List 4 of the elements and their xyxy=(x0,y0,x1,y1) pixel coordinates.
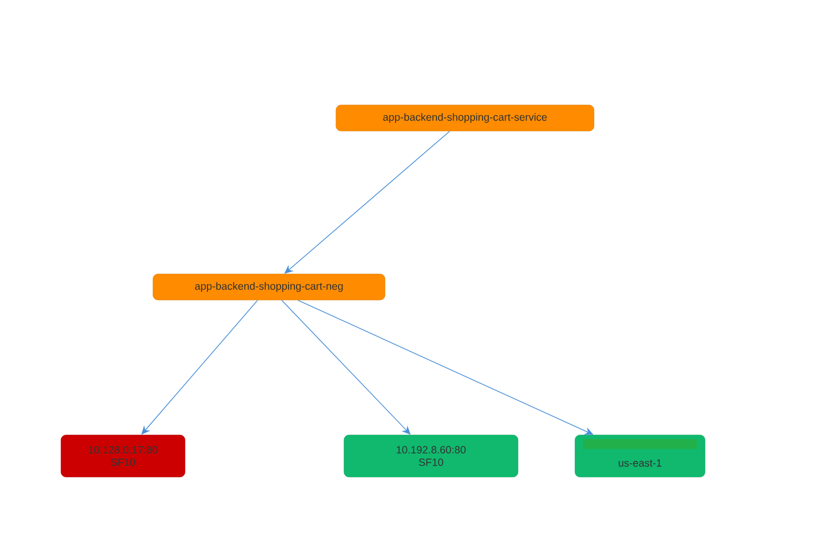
service-box: 10.192.8.60:80 SF10 xyxy=(344,434,518,478)
service-box: 10.128.0.17:80 SF10 xyxy=(60,434,186,478)
service-box: app-backend-shopping-cart-neg xyxy=(152,274,386,300)
service-box: app-backend-shopping-cart-service xyxy=(336,104,594,132)
